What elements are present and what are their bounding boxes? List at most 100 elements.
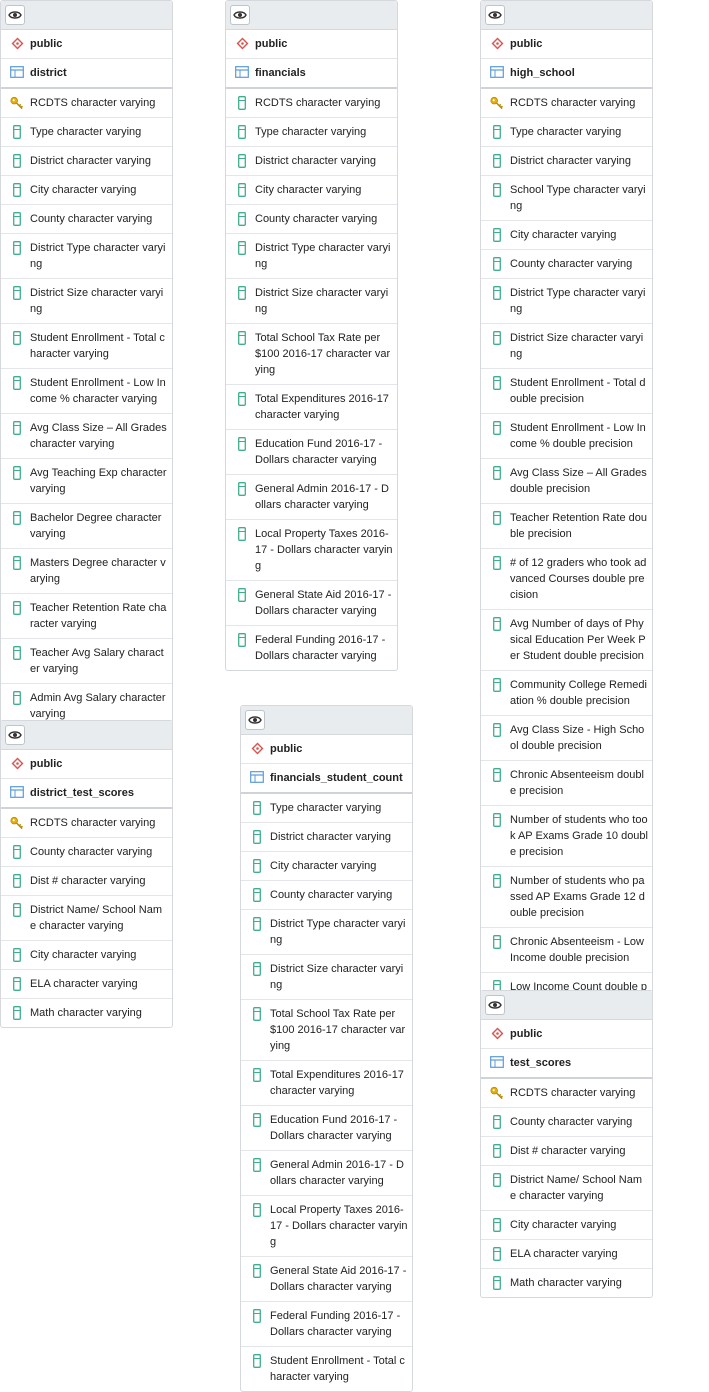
eye-icon[interactable]: [5, 725, 25, 745]
column-row[interactable]: County character varying: [1, 205, 172, 234]
column-label: City character varying: [30, 184, 137, 196]
column-row[interactable]: Bachelor Degree character varying: [1, 504, 172, 549]
column-row[interactable]: RCDTS character varying: [481, 1079, 652, 1108]
column-row[interactable]: County character varying: [481, 1108, 652, 1137]
column-row[interactable]: General State Aid 2016-17 - Dollars char…: [241, 1257, 412, 1302]
column-row[interactable]: RCDTS character varying: [1, 809, 172, 838]
column-label: Total Expenditures 2016-17 character var…: [270, 1069, 404, 1097]
column-row[interactable]: District Type character varying: [1, 234, 172, 279]
column-row[interactable]: General State Aid 2016-17 - Dollars char…: [226, 581, 397, 626]
column-icon: [10, 555, 24, 570]
column-row[interactable]: District character varying: [226, 147, 397, 176]
column-row[interactable]: County character varying: [241, 881, 412, 910]
column-row[interactable]: Teacher Avg Salary character varying: [1, 639, 172, 684]
column-row[interactable]: Education Fund 2016-17 - Dollars charact…: [226, 430, 397, 475]
column-row[interactable]: Local Property Taxes 2016-17 - Dollars c…: [241, 1196, 412, 1257]
eye-icon[interactable]: [485, 5, 505, 25]
column-row[interactable]: Total School Tax Rate per $100 2016-17 c…: [226, 324, 397, 385]
column-row[interactable]: Masters Degree character varying: [1, 549, 172, 594]
column-row[interactable]: District Size character varying: [1, 279, 172, 324]
column-row[interactable]: # of 12 graders who took advanced Course…: [481, 549, 652, 610]
eye-icon[interactable]: [230, 5, 250, 25]
column-row[interactable]: RCDTS character varying: [1, 89, 172, 118]
column-row[interactable]: General Admin 2016-17 - Dollars characte…: [226, 475, 397, 520]
eye-icon[interactable]: [245, 710, 265, 730]
column-row[interactable]: Federal Funding 2016-17 - Dollars charac…: [226, 626, 397, 670]
column-row[interactable]: District Type character varying: [481, 279, 652, 324]
column-row[interactable]: City character varying: [481, 221, 652, 250]
column-row[interactable]: Math character varying: [481, 1269, 652, 1297]
column-row[interactable]: District Size character varying: [241, 955, 412, 1000]
column-row[interactable]: Total Expenditures 2016-17 character var…: [241, 1061, 412, 1106]
column-row[interactable]: Total School Tax Rate per $100 2016-17 c…: [241, 1000, 412, 1061]
column-row[interactable]: Avg Class Size – All Grades double preci…: [481, 459, 652, 504]
column-row[interactable]: District Size character varying: [226, 279, 397, 324]
column-row[interactable]: Chronic Absenteeism double precision: [481, 761, 652, 806]
column-row[interactable]: General Admin 2016-17 - Dollars characte…: [241, 1151, 412, 1196]
column-row[interactable]: Type character varying: [226, 118, 397, 147]
column-row[interactable]: Total Expenditures 2016-17 character var…: [226, 385, 397, 430]
column-row[interactable]: Type character varying: [241, 794, 412, 823]
column-row[interactable]: RCDTS character varying: [481, 89, 652, 118]
column-row[interactable]: District character varying: [241, 823, 412, 852]
column-row[interactable]: Dist # character varying: [481, 1137, 652, 1166]
column-row[interactable]: District character varying: [481, 147, 652, 176]
column-row[interactable]: City character varying: [241, 852, 412, 881]
column-icon: [250, 800, 264, 815]
column-row[interactable]: Local Property Taxes 2016-17 - Dollars c…: [226, 520, 397, 581]
eye-icon[interactable]: [5, 5, 25, 25]
column-row[interactable]: County character varying: [1, 838, 172, 867]
column-row[interactable]: Avg Class Size – All Grades character va…: [1, 414, 172, 459]
column-row[interactable]: Education Fund 2016-17 - Dollars charact…: [241, 1106, 412, 1151]
column-row[interactable]: ELA character varying: [481, 1240, 652, 1269]
column-row[interactable]: Avg Class Size - High School double prec…: [481, 716, 652, 761]
column-label: Avg Class Size – All Grades character va…: [30, 422, 167, 450]
column-row[interactable]: Avg Number of days of Physical Education…: [481, 610, 652, 671]
column-row[interactable]: Chronic Absenteeism - Low Income double …: [481, 928, 652, 973]
column-row[interactable]: City character varying: [1, 941, 172, 970]
column-row[interactable]: RCDTS character varying: [226, 89, 397, 118]
column-row[interactable]: Community College Remediation % double p…: [481, 671, 652, 716]
column-row[interactable]: Federal Funding 2016-17 - Dollars charac…: [241, 1302, 412, 1347]
eye-icon[interactable]: [485, 995, 505, 1015]
schema-row: public: [241, 735, 412, 764]
column-row[interactable]: ELA character varying: [1, 970, 172, 999]
column-row[interactable]: Student Enrollment - Low Income % charac…: [1, 369, 172, 414]
column-row[interactable]: County character varying: [226, 205, 397, 234]
table-name-row: district_test_scores: [1, 779, 172, 809]
column-row[interactable]: Type character varying: [481, 118, 652, 147]
column-row[interactable]: Number of students who passed AP Exams G…: [481, 867, 652, 928]
column-row[interactable]: Teacher Retention Rate character varying: [1, 594, 172, 639]
column-row[interactable]: Student Enrollment - Total character var…: [1, 324, 172, 369]
column-row[interactable]: Type character varying: [1, 118, 172, 147]
column-row[interactable]: District Name/ School Name character var…: [481, 1166, 652, 1211]
column-row[interactable]: District Size character varying: [481, 324, 652, 369]
column-row[interactable]: Math character varying: [1, 999, 172, 1027]
column-row[interactable]: District Name/ School Name character var…: [1, 896, 172, 941]
column-row[interactable]: County character varying: [481, 250, 652, 279]
column-row[interactable]: City character varying: [481, 1211, 652, 1240]
column-row[interactable]: Teacher Retention Rate double precision: [481, 504, 652, 549]
column-label: Type character varying: [30, 126, 142, 138]
column-row[interactable]: Dist # character varying: [1, 867, 172, 896]
column-row[interactable]: Admin Avg Salary character varying: [1, 684, 172, 728]
column-row[interactable]: Student Enrollment - Total character var…: [241, 1347, 412, 1391]
column-row[interactable]: Number of students who took AP Exams Gra…: [481, 806, 652, 867]
column-row[interactable]: City character varying: [1, 176, 172, 205]
column-row[interactable]: Student Enrollment - Low Income % double…: [481, 414, 652, 459]
column-label: Student Enrollment - Low Income % double…: [510, 422, 646, 450]
column-label: City character varying: [510, 1219, 617, 1231]
column-row[interactable]: District character varying: [1, 147, 172, 176]
column-row[interactable]: District Type character varying: [226, 234, 397, 279]
column-row[interactable]: Student Enrollment - Total double precis…: [481, 369, 652, 414]
column-row[interactable]: Avg Teaching Exp character varying: [1, 459, 172, 504]
column-row[interactable]: School Type character varying: [481, 176, 652, 221]
column-row[interactable]: District Type character varying: [241, 910, 412, 955]
column-row[interactable]: City character varying: [226, 176, 397, 205]
